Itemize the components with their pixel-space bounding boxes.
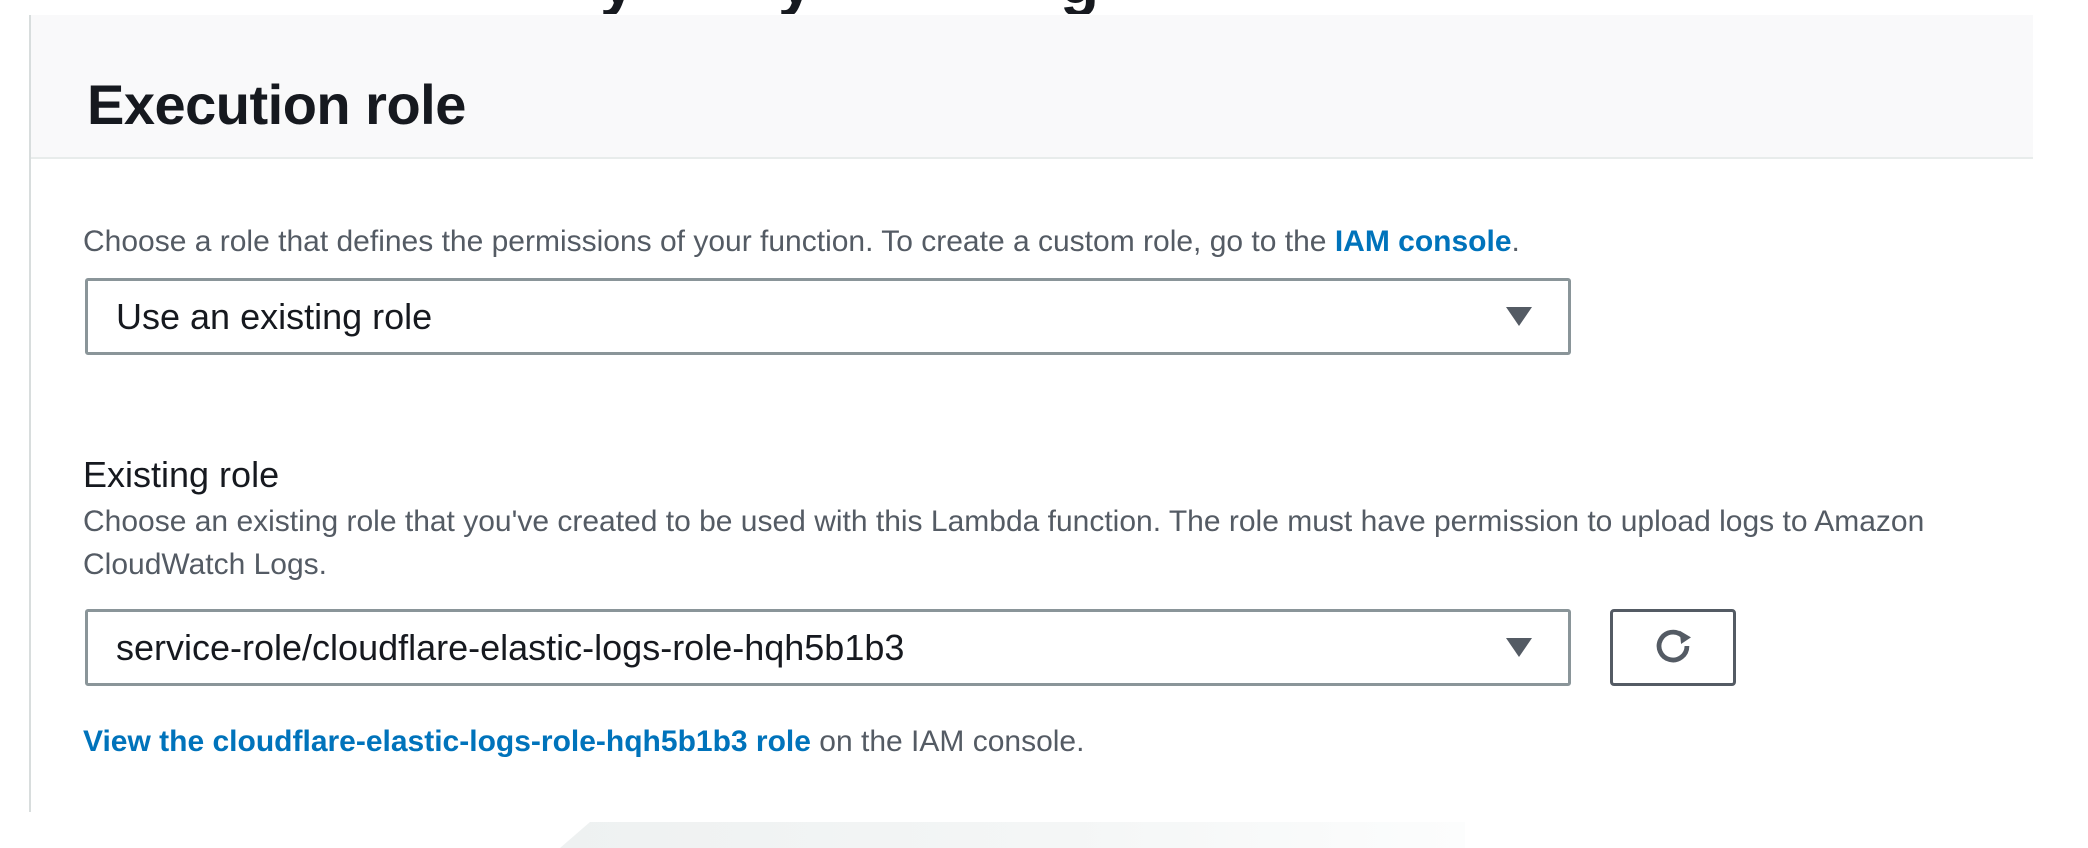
caret-down-icon xyxy=(1506,638,1532,657)
clipped-text-fragment: y y g xyxy=(0,0,2088,14)
role-intro-text: Choose a role that defines the permissio… xyxy=(83,220,1520,264)
iam-console-link[interactable]: IAM console xyxy=(1334,225,1512,258)
next-section-top-edge xyxy=(560,822,1465,848)
caret-down-icon xyxy=(1506,307,1532,326)
section-header: Execution role xyxy=(31,15,2033,159)
view-role-suffix: on the IAM console. xyxy=(810,725,1085,758)
role-intro-suffix: . xyxy=(1511,225,1520,258)
role-source-select[interactable]: Use an existing role xyxy=(85,278,1571,355)
existing-role-description: Choose an existing role that you've crea… xyxy=(83,505,1925,581)
panel-left-border xyxy=(29,15,31,812)
clipped-glyph: y xyxy=(600,0,636,14)
existing-role-select-value: service-role/cloudflare-elastic-logs-rol… xyxy=(116,626,905,668)
refresh-roles-button[interactable] xyxy=(1610,609,1736,686)
clipped-glyph: y xyxy=(778,0,814,14)
role-intro-prefix: Choose a role that defines the permissio… xyxy=(83,225,1335,258)
refresh-icon xyxy=(1651,624,1695,671)
view-role-text: View the cloudflare-elastic-logs-role-hq… xyxy=(83,720,1084,764)
clipped-glyph: g xyxy=(1060,0,1099,14)
existing-role-label: Existing role xyxy=(83,454,280,495)
role-source-select-value: Use an existing role xyxy=(116,295,433,337)
existing-role-select[interactable]: service-role/cloudflare-elastic-logs-rol… xyxy=(85,609,1571,686)
view-role-link[interactable]: View the cloudflare-elastic-logs-role-hq… xyxy=(83,725,811,758)
section-title: Execution role xyxy=(87,73,466,136)
